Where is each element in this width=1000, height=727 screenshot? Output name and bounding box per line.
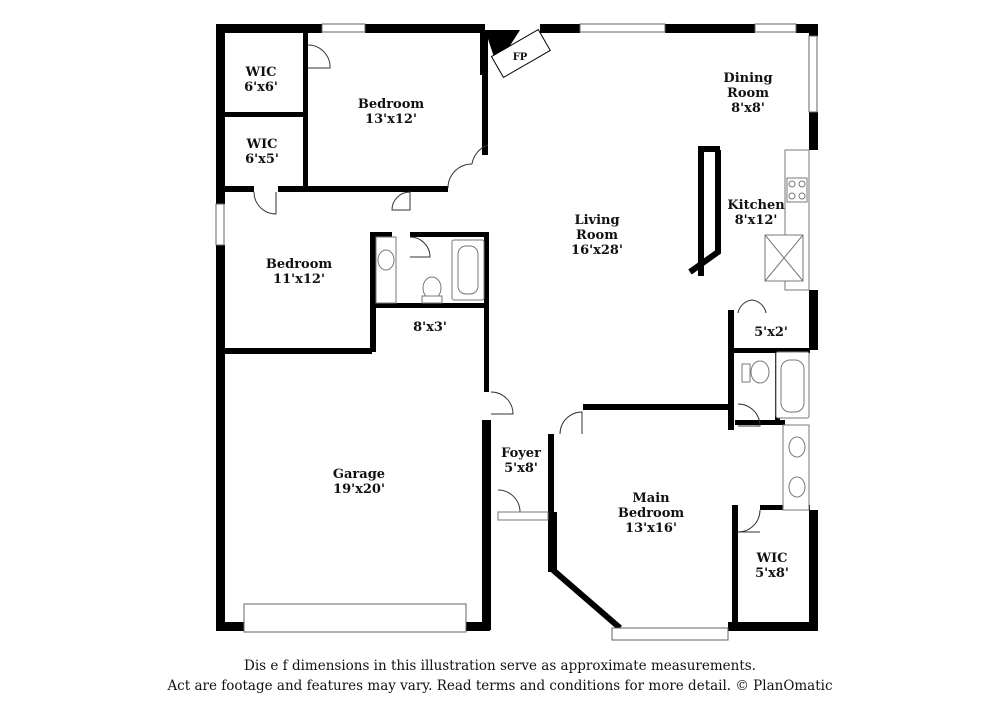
- kitchen-dims: 8'x12': [735, 213, 778, 228]
- windows: [215, 23, 818, 641]
- wic-2-name: WIC: [245, 137, 277, 152]
- fireplace-box: [490, 28, 551, 79]
- garage-dims: 19'x20': [333, 482, 385, 497]
- bedroom-1-name: Bedroom: [358, 97, 425, 112]
- fixtures: [375, 149, 810, 521]
- main-bedroom-name-2: Bedroom: [618, 506, 685, 521]
- bedroom-2-dims: 11'x12': [273, 272, 325, 287]
- floor-plan: FP: [215, 23, 818, 641]
- bedroom-2-name: Bedroom: [266, 257, 333, 272]
- closet-dims: 5'x2': [754, 325, 788, 340]
- wic-3-dims: 5'x8': [755, 566, 789, 581]
- living-room-name-1: Living: [574, 213, 619, 228]
- dining-room-name-2: Room: [727, 86, 769, 101]
- living-room-name-2: Room: [576, 228, 618, 243]
- disclaimer-line-2: Act are footage and features may vary. R…: [167, 678, 833, 694]
- living-room-dims: 16'x28': [571, 243, 623, 258]
- foyer-dims: 5'x8': [504, 461, 538, 476]
- bedroom-1-dims: 13'x12': [365, 112, 417, 127]
- main-bedroom-name-1: Main: [632, 491, 670, 506]
- wic-1-name: WIC: [244, 65, 276, 80]
- dining-room-name-1: Dining: [723, 71, 772, 86]
- wic-3-name: WIC: [755, 551, 787, 566]
- wic-1-dims: 6'x6': [244, 80, 278, 95]
- fireplace-label: FP: [513, 52, 528, 63]
- garage-name: Garage: [333, 467, 385, 482]
- main-bedroom-dims: 13'x16': [625, 521, 677, 536]
- kitchen-name: Kitchen: [727, 198, 785, 213]
- disclaimer-line-1: Dis e f dimensions in this illustration …: [244, 658, 756, 674]
- interior-walls: [222, 30, 810, 630]
- exterior-walls: [216, 24, 818, 631]
- wic-2-dims: 6'x5': [245, 152, 279, 167]
- fireplace-hearth: [485, 30, 520, 66]
- angled-walls: [551, 150, 721, 631]
- room-labels: WIC 6'x6' Bedroom 13'x12' WIC 6'x5' Bedr…: [244, 65, 789, 581]
- hall-dims: 8'x3': [413, 320, 447, 335]
- dining-room-dims: 8'x8': [731, 101, 765, 116]
- door-swings: [253, 44, 767, 533]
- foyer-name: Foyer: [501, 446, 541, 461]
